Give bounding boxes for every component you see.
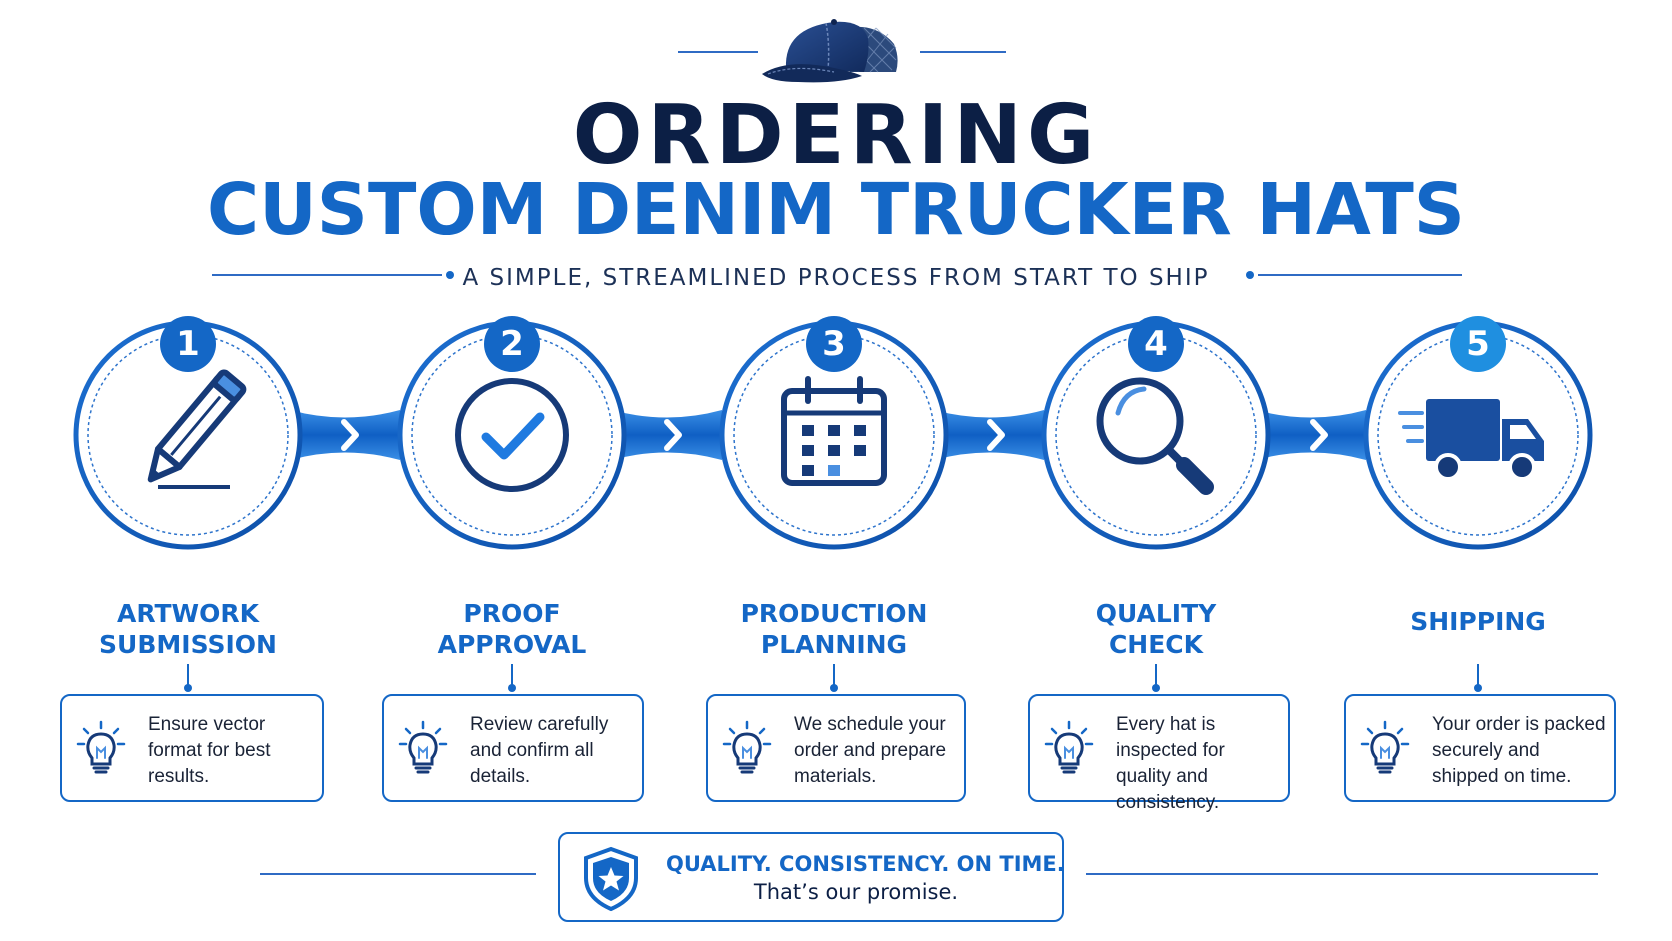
step-title-4: QUALITY CHECK — [1095, 599, 1217, 659]
lightbulb-icon — [722, 720, 772, 774]
step-title-5: SHIPPING — [1410, 607, 1546, 636]
header-line-right — [920, 51, 1006, 53]
trucker-hat-icon — [762, 19, 898, 83]
tip-connector-3 — [830, 664, 838, 692]
calendar-icon — [781, 376, 887, 486]
subtitle-dot-right — [1246, 271, 1254, 279]
header-line-left — [678, 51, 758, 53]
footer-line-left — [260, 873, 536, 875]
tip-box-1: Ensure vector format for best results. — [60, 694, 324, 802]
chevron-right-icon — [1310, 419, 1328, 451]
page-subtitle: A SIMPLE, STREAMLINED PROCESS FROM START… — [462, 265, 1210, 291]
step-number-4: 4 — [1128, 316, 1184, 372]
process-flow-diagram — [73, 320, 1593, 550]
pencil-icon — [147, 369, 247, 489]
magnifying-glass-icon — [1096, 377, 1214, 495]
chevron-right-icon — [341, 419, 359, 451]
tip-connector-4 — [1152, 664, 1160, 692]
step-number-5: 5 — [1450, 316, 1506, 372]
tip-box-2: Review carefully and confirm all details… — [382, 694, 644, 802]
shield-star-icon — [584, 846, 638, 912]
flow-band-2-3 — [612, 410, 722, 460]
step-number-3: 3 — [806, 316, 862, 372]
promise-text: That’s our promise. — [753, 880, 959, 904]
tip-connector-1 — [184, 664, 192, 692]
flow-band-4-5 — [1256, 410, 1366, 460]
lightbulb-icon — [398, 720, 448, 774]
footer-line-right — [1086, 873, 1598, 875]
flow-band-1-2 — [290, 410, 400, 460]
step-title-2: PROOF APPROVAL — [437, 599, 587, 659]
tip-box-5: Your order is packed securely and shippe… — [1344, 694, 1616, 802]
tip-text-5: Your order is packed securely and shippe… — [1432, 714, 1606, 787]
delivery-truck-icon — [1398, 399, 1544, 481]
step-number-1: 1 — [160, 316, 216, 372]
step-number-2: 2 — [484, 316, 540, 372]
promise-heading: QUALITY. CONSISTENCY. ON TIME. — [666, 852, 1065, 876]
flow-band-3-4 — [934, 410, 1044, 460]
tip-connector-2 — [508, 664, 516, 692]
chevron-right-icon — [987, 419, 1005, 451]
step-title-1: ARTWORK SUBMISSION — [99, 599, 277, 659]
tip-text-4: Every hat is inspected for quality and c… — [1116, 714, 1225, 813]
lightbulb-icon — [1360, 720, 1410, 774]
promise-box: QUALITY. CONSISTENCY. ON TIME. That’s ou… — [558, 832, 1065, 922]
tip-text-2: Review carefully and confirm all details… — [470, 714, 609, 787]
subtitle-dot-left — [446, 271, 454, 279]
page-title-line2: CUSTOM DENIM TRUCKER HATS — [207, 168, 1465, 251]
subtitle-line-right — [1258, 274, 1462, 276]
subtitle-line-left — [212, 274, 442, 276]
tip-box-3: We schedule your order and prepare mater… — [706, 694, 966, 802]
chevron-right-icon — [664, 419, 682, 451]
tip-box-4: Every hat is inspected for quality and c… — [1028, 694, 1290, 813]
lightbulb-icon — [1044, 720, 1094, 774]
tip-connector-5 — [1474, 664, 1482, 692]
page-title-line1: ORDERING — [572, 88, 1100, 183]
tip-text-3: We schedule your order and prepare mater… — [794, 714, 947, 787]
tip-text-1: Ensure vector format for best results. — [148, 714, 271, 787]
checkmark-circle-icon — [455, 378, 569, 492]
step-title-3: PRODUCTION PLANNING — [740, 599, 928, 659]
lightbulb-icon — [76, 720, 126, 774]
flow-bands — [290, 410, 1366, 460]
